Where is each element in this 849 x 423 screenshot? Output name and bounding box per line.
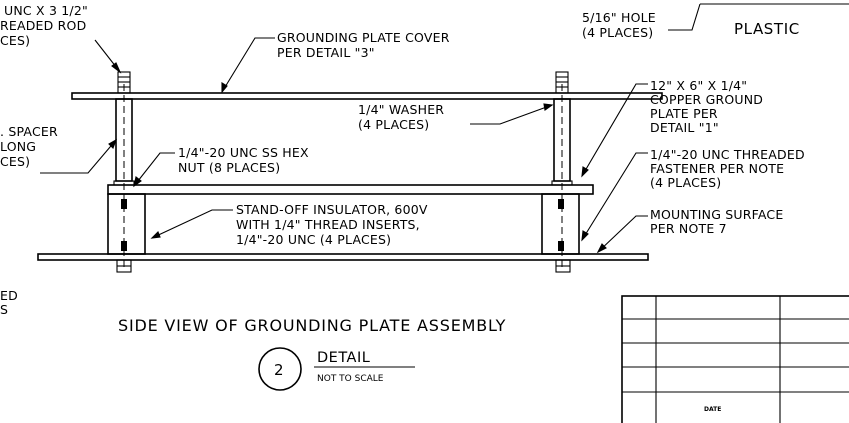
left-standoff-insulator: [107, 193, 146, 255]
hex-nut-label-line2: NUT (8 PLACES): [178, 160, 280, 175]
detail-callout: 2 DETAIL NOT TO SCALE: [258, 347, 415, 391]
view-title: SIDE VIEW OF GROUNDING PLATE ASSEMBLY: [118, 316, 506, 335]
hole-label-line1: 5/16" HOLE: [582, 10, 656, 25]
insulator-label-line2: WITH 1/4" THREAD INSERTS,: [236, 217, 420, 232]
right-spacer: [551, 84, 573, 270]
mounting-surface-label-line2: PER NOTE 7: [650, 221, 727, 236]
fastener-label-line2: FASTENER PER NOTE: [650, 161, 784, 176]
copper-plate-label-line3: PLATE PER: [650, 106, 718, 121]
hex-nut-label-line1: 1/4"-20 UNC SS HEX: [178, 145, 309, 160]
right-standoff-insulator: [541, 193, 580, 255]
grounding-plate-cover: [71, 92, 663, 100]
left-cut-label-line1: ED: [0, 288, 18, 303]
plastic-label: PLASTIC: [734, 20, 800, 38]
copper-ground-plate: [107, 184, 594, 195]
copper-plate-label-line1: 12" X 6" X 1/4": [650, 78, 747, 93]
threaded-rod-label-line3: CES): [0, 33, 30, 48]
left-bottom-fastener: [116, 259, 132, 273]
copper-plate-label-line4: DETAIL "1": [650, 120, 719, 135]
washer-label-line1: 1/4" WASHER: [358, 102, 444, 117]
spacer-label-line1: . SPACER: [0, 124, 58, 139]
fastener-label-line3: (4 PLACES): [650, 175, 721, 190]
detail-number: 2: [274, 361, 284, 379]
left-cut-label-line2: S: [0, 302, 8, 317]
mounting-surface-label-line1: MOUNTING SURFACE: [650, 207, 783, 222]
fastener-label-line1: 1/4"-20 UNC THREADED: [650, 147, 805, 162]
spacer-label-line2: LONG: [0, 139, 36, 154]
cover-label-line2: PER DETAIL "3": [277, 45, 375, 60]
insulator-label-line1: STAND-OFF INSULATOR, 600V: [236, 202, 428, 217]
threaded-rod-label-line2: READED ROD: [0, 18, 86, 33]
detail-scale: NOT TO SCALE: [317, 374, 384, 384]
spacer-label-line3: CES): [0, 154, 30, 169]
washer-label-line2: (4 PLACES): [358, 117, 429, 132]
callout-labels: UNC X 3 1/2" READED ROD CES) . SPACER LO…: [0, 3, 805, 317]
cover-label-line1: GROUNDING PLATE COVER: [277, 30, 450, 45]
detail-bubble: [258, 347, 302, 391]
threaded-rod-label-line1: UNC X 3 1/2": [4, 3, 88, 18]
right-bottom-fastener: [555, 259, 571, 273]
leader-lines: [40, 3, 849, 254]
date-column-header: DATE: [704, 406, 721, 413]
right-rod-top: [555, 71, 569, 94]
copper-plate-label-line2: COPPER GROUND: [650, 92, 763, 107]
hole-label-line2: (4 PLACES): [582, 25, 653, 40]
insulator-label-line3: 1/4"-20 UNC (4 PLACES): [236, 232, 391, 247]
mounting-surface: [37, 253, 649, 261]
assembly: [37, 71, 663, 273]
detail-label: DETAIL: [317, 350, 370, 366]
revision-table: DATE: [621, 295, 849, 423]
